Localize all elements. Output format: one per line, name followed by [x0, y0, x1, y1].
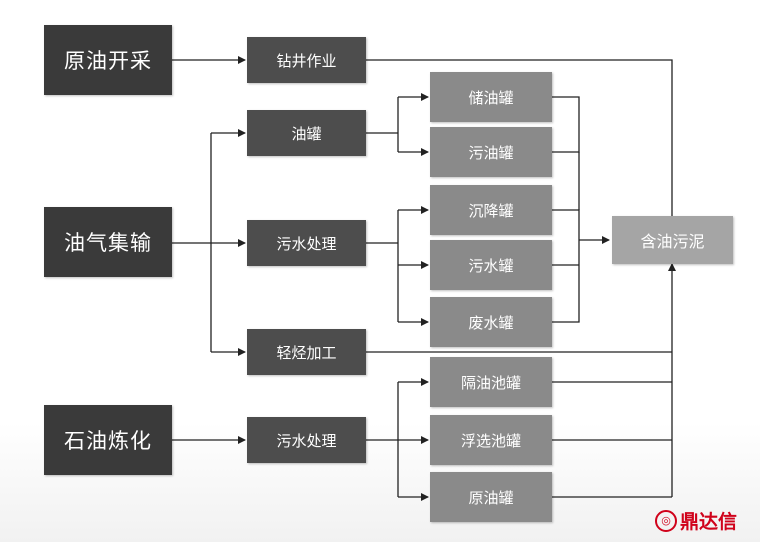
- output-oily-sludge: 含油污泥: [612, 216, 733, 264]
- process-sewage-treatment-2: 污水处理: [247, 417, 366, 463]
- tank-storage: 储油罐: [430, 72, 552, 122]
- brand-watermark: ◎ 鼎达信: [655, 507, 737, 534]
- tank-crude: 原油罐: [430, 472, 552, 522]
- source-refining: 石油炼化: [44, 405, 172, 475]
- tank-waste-water: 废水罐: [430, 297, 552, 347]
- connector-tanks-group1: [552, 96, 580, 153]
- process-drilling: 钻井作业: [247, 37, 366, 83]
- source-gathering: 油气集输: [44, 207, 172, 277]
- tank-sewage: 污水罐: [430, 240, 552, 290]
- source-crude-extraction: 原油开采: [44, 25, 172, 95]
- brand-watermark-text: 鼎达信: [680, 511, 738, 533]
- tank-dirty-oil: 污油罐: [430, 127, 552, 177]
- dingdaxin-logo-icon: ◎: [655, 509, 677, 532]
- tank-separator: 隔油池罐: [430, 357, 552, 407]
- process-oil-tank: 油罐: [247, 110, 366, 156]
- process-sewage-treatment-1: 污水处理: [247, 220, 366, 266]
- process-light-hydrocarbon: 轻烃加工: [247, 329, 366, 375]
- tank-settling: 沉降罐: [430, 185, 552, 235]
- tank-flotation: 浮选池罐: [430, 415, 552, 465]
- connector-tanks-group2: [552, 209, 580, 323]
- connector-drilling-sludge: [366, 59, 676, 224]
